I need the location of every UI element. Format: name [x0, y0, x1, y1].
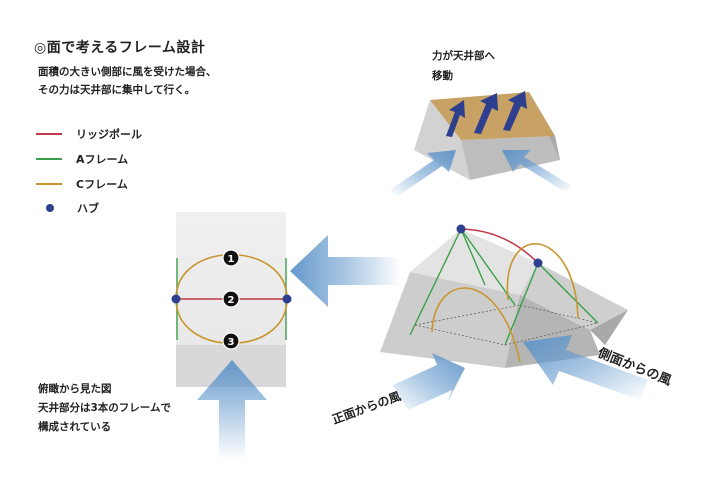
- legend-swatch-c-frame: [36, 183, 62, 185]
- legend-item-hub: ハブ: [36, 200, 99, 216]
- subtitle-line-2: その力は天井部に集中して行く。: [38, 84, 196, 96]
- top-tent-left-face: [414, 100, 470, 180]
- a-frame-pole: [537, 262, 599, 324]
- roof-arrow: [503, 91, 527, 131]
- a-frame-pole: [409, 228, 462, 336]
- large-tent-illustration: [380, 224, 648, 410]
- legend-label-a-frame: Aフレーム: [76, 153, 129, 166]
- plan-marker-2: 2: [222, 290, 240, 308]
- floor-line: [414, 324, 506, 346]
- top-tent-illustration: [390, 91, 572, 196]
- plan-hub-left: [171, 294, 181, 304]
- legend-label-hub: ハブ: [77, 202, 99, 215]
- floor-line: [519, 304, 599, 324]
- legend-swatch-a-frame: [36, 158, 62, 160]
- roof-force-arrows: [446, 91, 527, 137]
- wind-arrow-into-plan: [290, 235, 400, 307]
- wind-arrow-from-below: [197, 360, 267, 460]
- tent-face-back-right: [520, 263, 628, 330]
- legend-item-ridge-pole: リッジポール: [36, 126, 142, 142]
- plan-note-line-2: 天井部分は3本のフレームで: [38, 402, 171, 414]
- roof-arrow: [446, 100, 465, 137]
- a-frame-pole: [460, 228, 486, 286]
- plan-view: 1 2 3: [171, 212, 400, 460]
- legend-label-ridge-pole: リッジポール: [76, 128, 142, 141]
- plan-hub-right: [282, 294, 292, 304]
- tent-face-back-left: [410, 229, 538, 295]
- top-note-line-1: 力が天井部へ: [432, 50, 495, 62]
- page-title: ◎面で考えるフレーム設計: [34, 40, 206, 56]
- legend-swatch-hub: [46, 204, 54, 212]
- plan-marker-label: 2: [228, 295, 235, 306]
- tent-a-frames: [409, 228, 599, 346]
- c-frame-arc: [431, 287, 521, 363]
- tent-ridge-pole: [460, 228, 539, 264]
- tent-hub-rear: [456, 224, 466, 234]
- legend-item-a-frame: Aフレーム: [36, 151, 128, 167]
- tent-face-end: [590, 310, 628, 345]
- legend-swatch-ridge-pole: [36, 133, 62, 135]
- legend-item-c-frame: Cフレーム: [36, 176, 128, 192]
- subtitle-line-1: 面積の大きい側部に風を受けた場合、: [38, 66, 217, 78]
- plan-note-line-3: 構成されている: [38, 421, 112, 433]
- plan-marker-label: 1: [228, 254, 235, 265]
- a-frame-pole: [460, 228, 516, 306]
- front-wind-label: 正面からの風: [330, 389, 402, 427]
- plan-marker-label: 3: [228, 337, 235, 348]
- plan-note-line-1: 俯瞰から見た図: [38, 383, 112, 395]
- c-frame-arc: [506, 243, 579, 319]
- wind-arrow-top-right: [502, 150, 572, 192]
- wind-arrow-side: [523, 335, 648, 400]
- tent-hub-front: [533, 258, 543, 268]
- wind-arrow-top-left: [390, 150, 456, 196]
- top-note-line-2: 移動: [432, 70, 453, 82]
- wind-arrow-front: [393, 353, 465, 410]
- plan-marker-1: 1: [222, 249, 240, 267]
- legend-label-c-frame: Cフレーム: [76, 178, 128, 191]
- roof-arrow: [474, 93, 498, 134]
- tent-c-frames: [431, 243, 579, 363]
- plan-marker-3: 3: [222, 332, 240, 350]
